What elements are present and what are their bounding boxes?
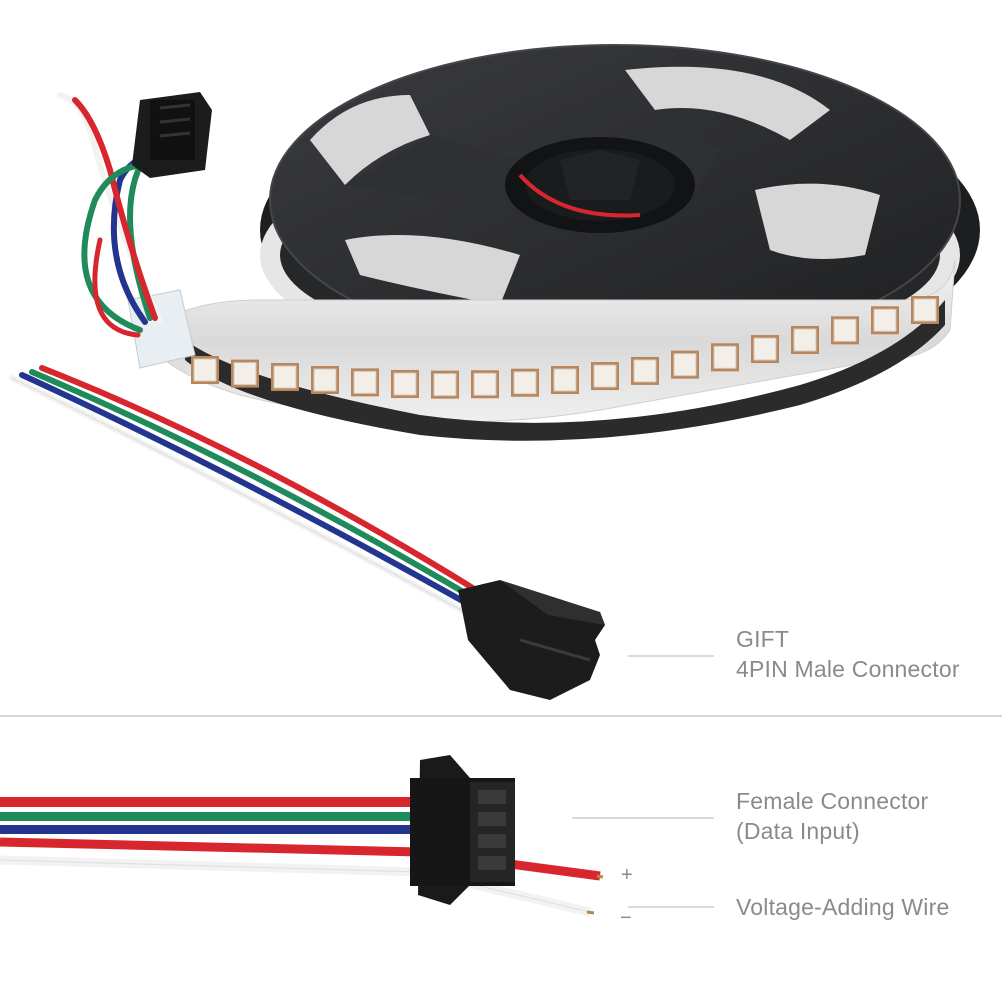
voltage-wire-label: Voltage-Adding Wire [736, 894, 950, 920]
led-chip [513, 371, 537, 395]
led-chip [713, 345, 737, 369]
led-chip [473, 372, 497, 396]
led-chip [433, 373, 457, 397]
led-chip [793, 328, 817, 352]
led-chip [233, 362, 257, 386]
led-strip-icon [164, 259, 956, 441]
female-connector-icon [410, 755, 515, 905]
female-connector-label: Female Connector (Data Input) [736, 786, 928, 846]
gift-title: GIFT [736, 626, 790, 652]
led-chip [633, 359, 657, 383]
gift-subtitle: 4PIN Male Connector [736, 656, 960, 682]
minus-sign: − [620, 907, 632, 929]
top-connector-icon [132, 92, 212, 178]
led-chip [913, 298, 937, 322]
led-chip [193, 358, 217, 382]
led-chip [593, 364, 617, 388]
led-chip [833, 318, 857, 342]
male-wires-icon [9, 365, 479, 615]
female-connector-title: Female Connector [736, 788, 929, 814]
plus-sign: + [621, 864, 633, 886]
led-chips [191, 296, 939, 399]
led-chip [673, 353, 697, 377]
led-chip [313, 368, 337, 392]
led-chip [393, 372, 417, 396]
led-chip [273, 365, 297, 389]
gift-label: GIFT 4PIN Male Connector [736, 624, 960, 684]
led-chip [353, 370, 377, 394]
led-chip [753, 337, 777, 361]
led-chip [873, 308, 897, 332]
male-connector-icon [458, 580, 605, 700]
led-chip [553, 368, 577, 392]
female-connector-subtitle: (Data Input) [736, 818, 860, 844]
